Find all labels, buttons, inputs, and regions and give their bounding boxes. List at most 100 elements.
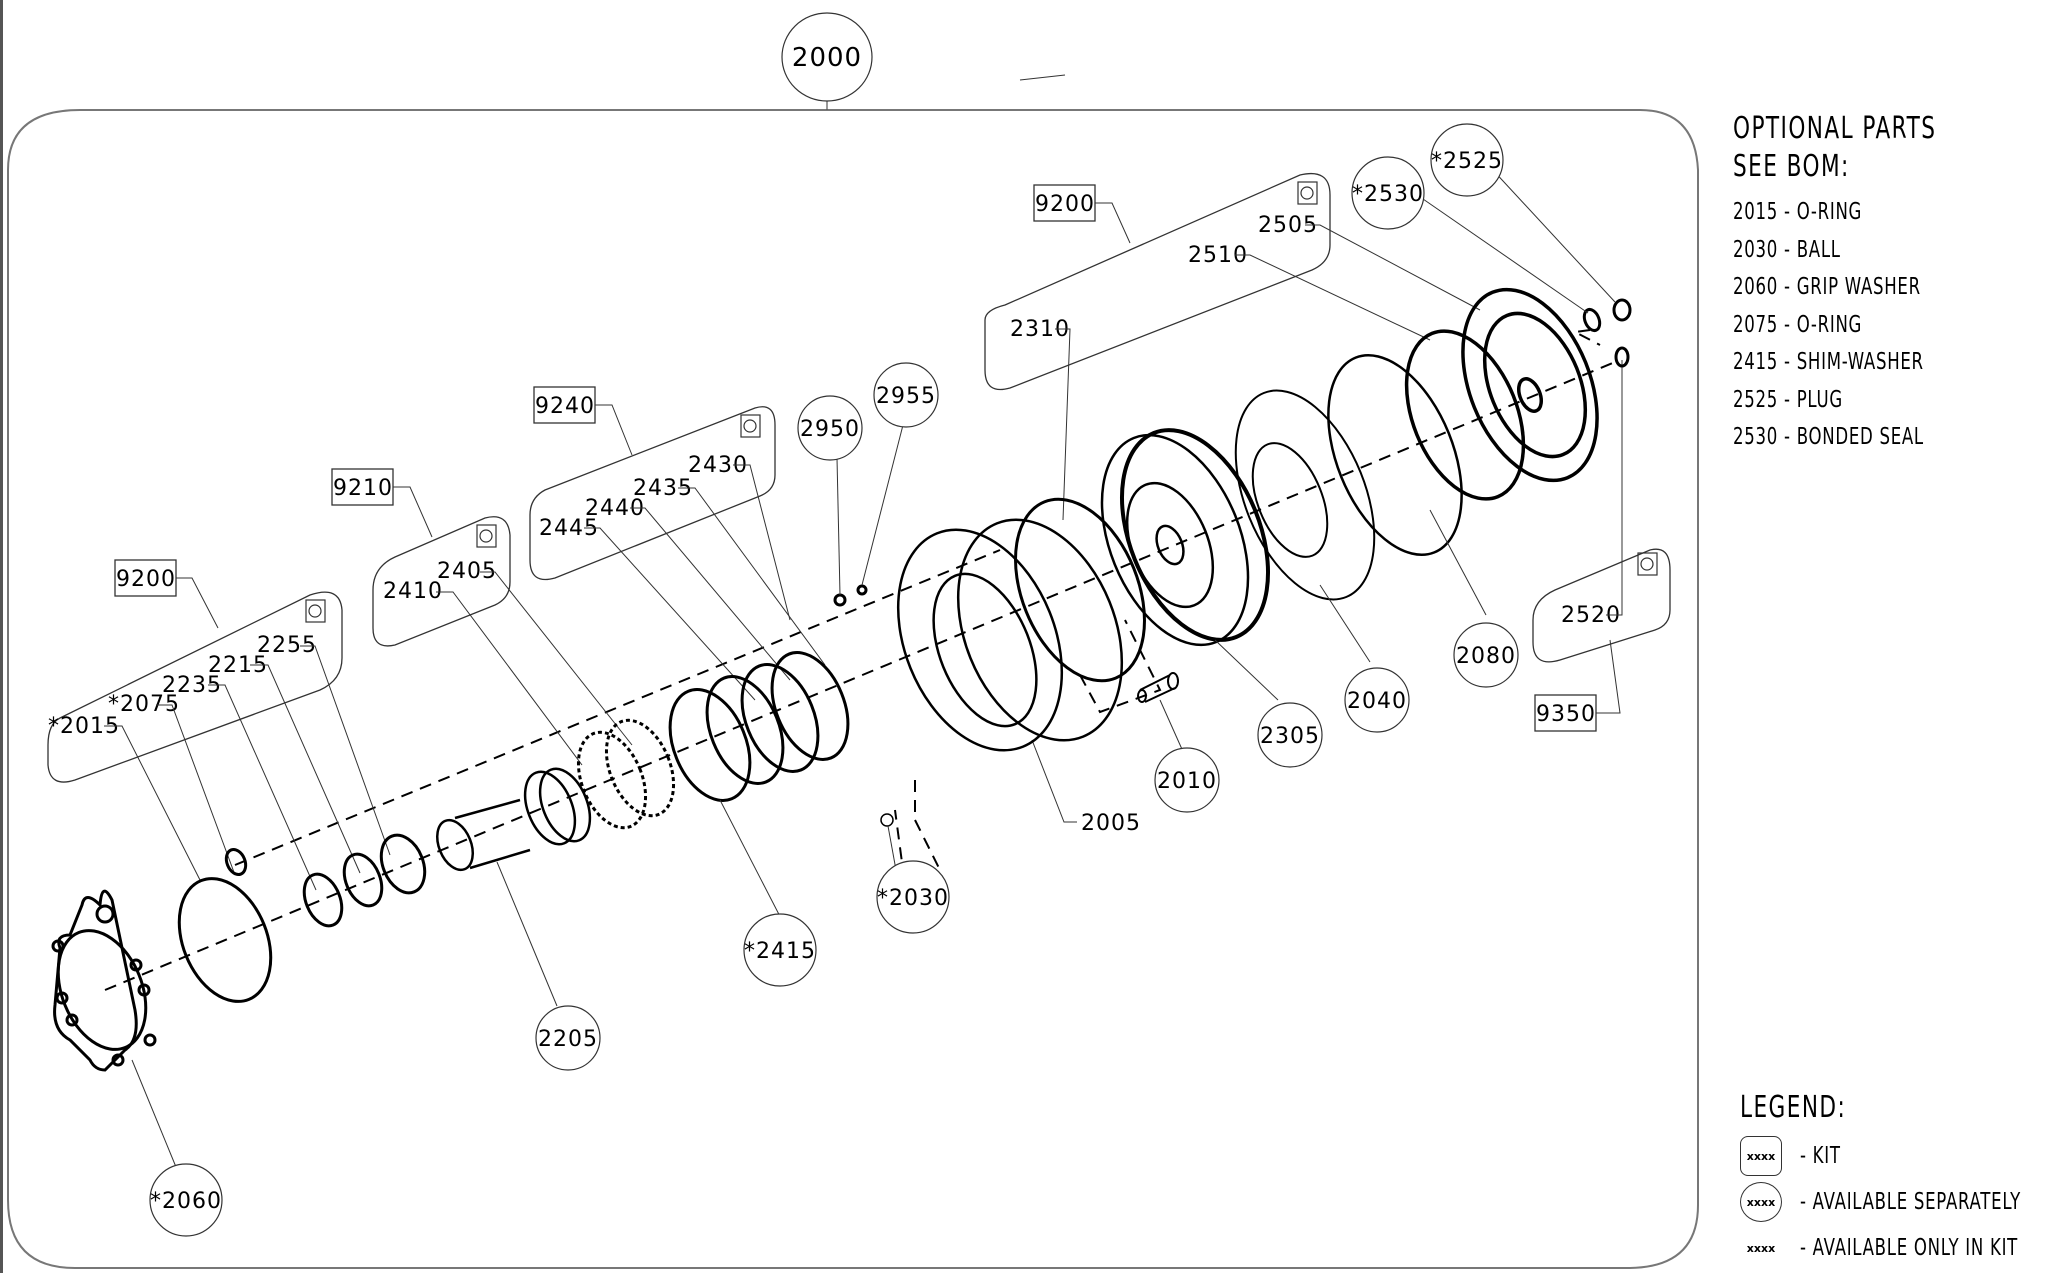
balloon-2010[interactable]: 2010 [1154,747,1220,813]
svg-text:*2060: *2060 [150,1189,222,1214]
balloon-2530[interactable]: *2530 [1351,156,1425,230]
part-2215-ring [342,852,384,908]
svg-text:9200: 9200 [116,567,176,592]
balloon-leaders [131,167,1616,1168]
optional-part-number: 2015 [1733,199,1779,225]
part-2435-spring [740,663,820,773]
optional-part-name: BONDED SEAL [1796,424,1924,450]
svg-text:2305: 2305 [1260,724,1320,749]
optional-parts-note: OPTIONAL PARTS SEE BOM: 2015 - O-RING 203… [1733,110,2015,457]
svg-text:*2530: *2530 [1352,182,1424,207]
part-2950-pin [833,593,847,607]
part-2040-washer [1234,389,1376,601]
kit-bag-icon [305,599,326,623]
svg-text:2080: 2080 [1456,644,1516,669]
leader-lines [104,74,1623,891]
optional-part-number: 2075 [1733,311,1779,338]
optional-parts-title: OPTIONAL PARTS [1733,111,1937,146]
kit-bag-icon [476,524,497,548]
kit-label-9240-springs[interactable]: 9240 [533,386,633,456]
optional-part-row: 2030 - BALL [1733,232,1936,270]
balloon-2305[interactable]: 2305 [1257,702,1323,768]
kit-label-9200-cover-seals[interactable]: 9200 [1033,184,1131,244]
separator: - [1778,236,1797,263]
balloon-2950[interactable]: 2950 [797,395,863,461]
legend-title: LEGEND: [1740,1090,1847,1125]
balloon-2030[interactable]: *2030 [876,860,950,934]
kit-bag-icon [1637,552,1658,576]
optional-part-number: 2060 [1733,274,1779,300]
optional-part-number: 2415 [1733,349,1779,375]
kit-region-9350-end-seal[interactable] [1532,548,1671,663]
legend: LEGEND: xxxx - KIT xxxx - AVAILABLE SEPA… [1740,1090,2048,1271]
optional-part-name: SHIM-WASHER [1796,349,1924,375]
separator: - [1778,274,1797,300]
part-2525-plug [1612,298,1632,322]
part-2060-grip-washer [51,889,157,1072]
kit-bag-icon [740,414,761,438]
balloon-2415[interactable]: *2415 [743,913,817,987]
part-label: 2410 [383,579,443,604]
part-2955-pin [856,584,868,596]
sheet-left-border [0,0,3,1273]
optional-part-row: 2415 - SHIM-WASHER [1733,344,1936,382]
balloon-2205[interactable]: 2205 [535,1005,601,1071]
svg-text:2040: 2040 [1347,689,1407,714]
part-2410-gear [576,730,648,830]
part-2510-o-ring [1404,329,1526,501]
balloon-2955[interactable]: 2955 [873,362,939,428]
optional-part-number: 2530 [1733,424,1779,450]
separator: - [1778,311,1797,338]
kit-label-9210-gears[interactable]: 9210 [331,468,433,538]
optional-part-row: 2525 - PLUG [1733,382,1936,420]
svg-text:2010: 2010 [1157,769,1217,794]
kit-region-9200-shaft-seals[interactable] [47,591,343,783]
svg-text:9240: 9240 [535,394,595,419]
svg-text:*2525: *2525 [1431,149,1503,174]
optional-parts-subtitle: SEE BOM: [1733,149,1850,184]
optional-part-name: PLUG [1796,386,1843,413]
part-2075-o-ring [224,847,248,877]
separator: - [1778,199,1797,225]
optional-part-row: 2060 - GRIP WASHER [1733,269,1936,307]
optional-part-name: BALL [1796,236,1841,263]
part-2305-piston [1100,428,1271,647]
kit-part-labels: *2015 *2075 2235 2215 2255 2410 2405 244… [48,213,1620,836]
balloon-2060[interactable]: *2060 [149,1163,223,1237]
optional-part-name: GRIP WASHER [1796,274,1921,300]
part-2080-snap-ring [1327,354,1463,556]
kit-region-9210-gears[interactable] [372,516,511,647]
part-2015-o-ring [177,877,273,1003]
legend-label: - AVAILABLE SEPARATELY [1800,1189,2021,1215]
kit-label-9350-end-seal[interactable]: 9350 [1534,639,1621,732]
svg-text:2000: 2000 [792,43,862,73]
optional-part-row: 2530 - BONDED SEAL [1733,419,1936,457]
kit-region-9200-cover-seals[interactable] [984,172,1331,391]
part-2005-housing [896,518,1124,752]
svg-text:2955: 2955 [876,384,936,409]
kit-bag-icon [1297,181,1318,205]
assembly-border [7,109,1699,1269]
part-2255-ring [379,833,427,895]
svg-text:2205: 2205 [538,1027,598,1052]
part-2445-spring [668,688,752,802]
balloon-2000[interactable]: 2000 [781,12,873,102]
balloon-2525[interactable]: *2525 [1430,123,1504,197]
parts-drawing [51,287,1632,1072]
svg-text:9350: 9350 [1536,702,1596,727]
part-2520-seal [1614,346,1630,368]
balloon-circle-icon: xxxx [1740,1182,1782,1222]
separator: - [1778,349,1797,375]
svg-text:2950: 2950 [800,417,860,442]
part-2505-end-cover [1461,287,1599,483]
optional-part-name: O-RING [1796,199,1863,225]
kit-region-9240-springs[interactable] [529,406,776,581]
part-2205-shaft [436,767,592,872]
svg-text:9210: 9210 [333,476,393,501]
part-2430-spring [770,651,850,761]
kit-label-9200-shaft-seals[interactable]: 9200 [114,559,219,629]
balloon-2040[interactable]: 2040 [1344,667,1410,733]
balloon-2080[interactable]: 2080 [1453,622,1519,688]
part-2405-gear [604,718,676,818]
